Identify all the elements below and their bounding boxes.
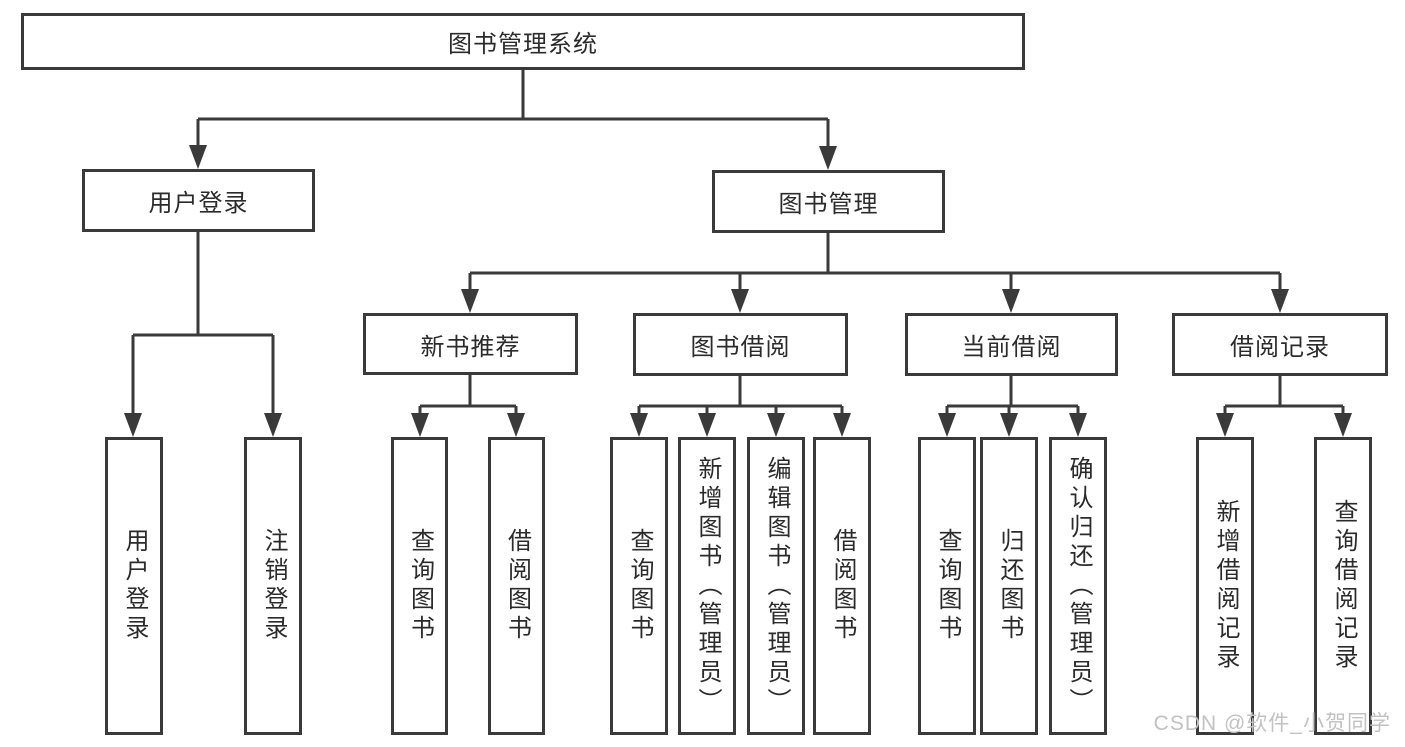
node-leaf-user-login: 用户登录: [105, 437, 163, 735]
node-label: 当前借阅: [961, 334, 1062, 361]
arrowhead-icon: [731, 289, 749, 313]
arrowhead-icon: [1271, 289, 1289, 313]
node-leaf-borrow-books-1: 借阅图书: [488, 437, 545, 735]
node-leaf-borrow-books-2: 借阅图书: [813, 437, 871, 735]
node-leaf-query-books-3: 查询图书: [918, 437, 976, 735]
node-leaf-confirm-return: 确认归还（管理员）: [1049, 437, 1107, 735]
node-label: 图书管理系统: [448, 31, 598, 58]
node-current-borrowing: 当前借阅: [905, 313, 1118, 376]
node-user-login: 用户登录: [82, 169, 315, 232]
node-book-management: 图书管理: [712, 170, 945, 233]
node-label: 编辑图书（管理员）: [763, 455, 790, 717]
node-label: 用户登录: [121, 528, 148, 644]
arrowhead-icon: [124, 413, 142, 437]
arrowhead-icon: [1069, 413, 1087, 437]
node-label: 查询图书: [406, 528, 434, 644]
arrowhead-icon: [461, 289, 479, 313]
arrowhead-icon: [1002, 289, 1020, 313]
node-label: 查询图书: [626, 528, 653, 644]
node-leaf-logout: 注销登录: [244, 437, 302, 735]
node-label: 借阅图书: [829, 528, 856, 644]
arrowhead-icon: [767, 413, 785, 437]
node-leaf-return-books: 归还图书: [980, 437, 1038, 735]
arrowhead-icon: [507, 413, 525, 437]
node-label: 新增图书（管理员）: [694, 455, 721, 717]
node-label: 注销登录: [260, 528, 287, 644]
node-label: 借阅图书: [503, 528, 531, 644]
arrowhead-icon: [819, 146, 837, 170]
arrowhead-icon: [1216, 413, 1234, 437]
node-label: 图书借阅: [690, 334, 791, 361]
node-book-borrowing: 图书借阅: [633, 313, 848, 376]
node-label: 查询图书: [934, 528, 961, 644]
node-label: 图书管理: [778, 191, 879, 218]
node-label: 查询借阅记录: [1330, 499, 1357, 673]
arrowhead-icon: [938, 413, 956, 437]
arrowhead-icon: [264, 413, 282, 437]
node-leaf-query-borrow-record: 查询借阅记录: [1314, 437, 1372, 735]
arrowhead-icon: [411, 413, 429, 437]
node-new-book-recommend: 新书推荐: [363, 313, 578, 375]
node-label: 用户登录: [148, 190, 249, 217]
node-label: 归还图书: [996, 528, 1023, 644]
arrowhead-icon: [1000, 413, 1018, 437]
arrowhead-icon: [1334, 413, 1352, 437]
node-label: 新增借阅记录: [1212, 499, 1239, 673]
node-leaf-add-borrow-record: 新增借阅记录: [1196, 437, 1254, 735]
node-borrowing-records: 借阅记录: [1172, 313, 1388, 376]
node-leaf-query-books-2: 查询图书: [610, 437, 668, 735]
arrowhead-icon: [698, 413, 716, 437]
node-leaf-edit-books: 编辑图书（管理员）: [747, 437, 805, 735]
node-leaf-query-books-1: 查询图书: [391, 437, 448, 735]
node-label: 确认归还（管理员）: [1065, 455, 1092, 717]
arrowhead-icon: [630, 413, 648, 437]
arrowhead-icon: [189, 145, 207, 169]
node-root: 图书管理系统: [21, 13, 1025, 70]
node-label: 借阅记录: [1230, 334, 1330, 361]
watermark: CSDN @软件_小贺同学: [1153, 712, 1391, 735]
node-leaf-add-books: 新增图书（管理员）: [678, 437, 736, 735]
arrowhead-icon: [833, 413, 851, 437]
node-label: 新书推荐: [420, 333, 521, 361]
